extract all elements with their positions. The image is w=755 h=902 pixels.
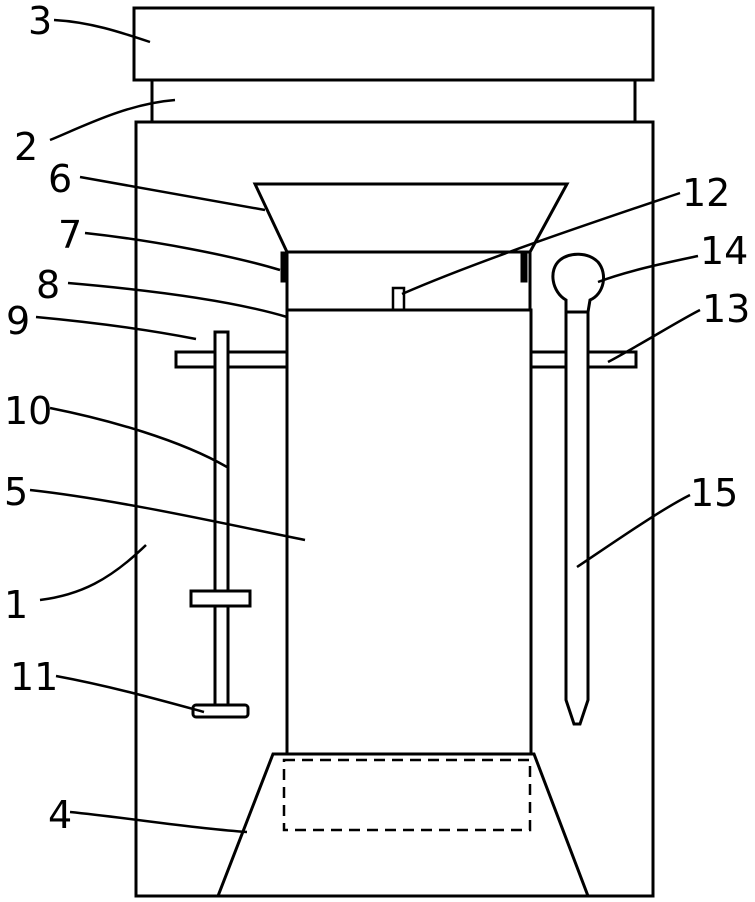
leader-4: [69, 810, 248, 834]
leader-11: [55, 674, 205, 714]
label-15: 15: [690, 471, 738, 515]
label-2: 2: [14, 125, 38, 169]
rod-collar: [189, 589, 252, 608]
label-13: 13: [702, 287, 750, 331]
label-1: 1: [4, 583, 28, 627]
label-3: 3: [28, 0, 52, 43]
label-5: 5: [4, 470, 28, 514]
label-7: 7: [58, 213, 82, 257]
part-7-seal-right: [520, 251, 528, 283]
leader-7: [84, 231, 281, 272]
label-11: 11: [10, 655, 58, 699]
label-4: 4: [48, 793, 72, 837]
part-8-upper-chamber: [285, 250, 532, 312]
leader-3: [53, 18, 151, 44]
leader-10: [49, 406, 228, 469]
label-14: 14: [700, 229, 748, 273]
leader-2: [49, 98, 176, 142]
leader-13: [607, 308, 701, 364]
part-7-seal-left: [280, 251, 288, 283]
leader-15: [576, 493, 691, 569]
part-6-funnel: [252, 182, 570, 254]
leader-1: [39, 544, 147, 602]
part-4-base-hopper: [215, 752, 591, 898]
label-6: 6: [48, 157, 72, 201]
part-5-inner-column: [285, 308, 533, 756]
part-15-probe-tube: [564, 310, 590, 726]
part-2-neck: [150, 80, 637, 122]
leader-9: [35, 315, 197, 341]
leader-14: [597, 254, 699, 284]
part-11-foot-plate: [191, 703, 250, 719]
label-12: 12: [682, 171, 730, 215]
label-9: 9: [6, 299, 30, 343]
part-14-bulb: [551, 252, 606, 314]
part-4-dashed-container: [282, 758, 532, 832]
part-3-top-cap: [132, 6, 655, 82]
leader-5: [29, 488, 306, 542]
label-8: 8: [36, 263, 60, 307]
leader-12: [401, 191, 681, 296]
part-9-left-bracket: [174, 350, 289, 369]
part-12-divider: [391, 286, 406, 310]
label-10: 10: [4, 389, 52, 433]
leader-6: [79, 175, 266, 212]
leader-8: [67, 281, 288, 319]
